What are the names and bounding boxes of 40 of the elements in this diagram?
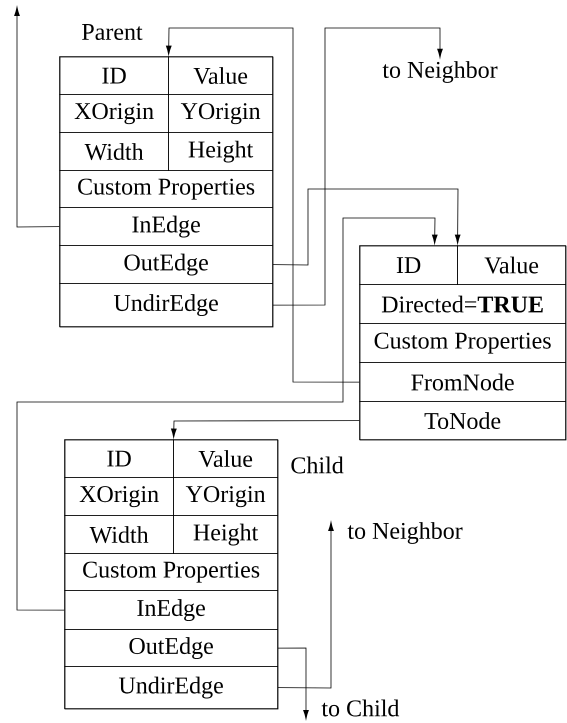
table-cell: Value	[457, 245, 566, 285]
table-cell: InEdge	[64, 590, 278, 630]
arrow	[272, 28, 443, 306]
node-label: Parent	[82, 24, 143, 40]
table-cell: Width	[59, 132, 169, 171]
target-label: to Neighbor	[348, 522, 462, 544]
table-cell: UndirEdge	[59, 283, 273, 327]
table-cell: XOrigin	[64, 477, 174, 516]
arrow	[272, 188, 460, 266]
arrow	[171, 420, 360, 438]
table-cell: Value	[168, 56, 273, 95]
table-cell: Custom Properties	[359, 323, 566, 363]
table-cell: Directed=TRUE	[359, 284, 566, 324]
table-cell: ID	[64, 439, 174, 478]
target-label: to Child	[322, 700, 400, 716]
table-cell: OutEdge	[59, 245, 273, 284]
arrow	[278, 648, 309, 720]
table-cell: ID	[59, 56, 169, 95]
table-cell: Width	[64, 515, 174, 554]
table	[360, 246, 566, 440]
table-cell: InEdge	[59, 207, 273, 246]
table-cell: ID	[359, 245, 458, 285]
table-cell: ToNode	[359, 401, 566, 440]
table-cell: XOrigin	[59, 94, 169, 133]
table-cell: UndirEdge	[64, 666, 278, 709]
arrow	[16, 218, 438, 610]
arrow	[14, 6, 60, 228]
table-cell: OutEdge	[64, 629, 278, 667]
table-cell: YOrigin	[168, 94, 273, 133]
table-cell: Custom Properties	[59, 170, 273, 208]
arrow	[166, 28, 360, 382]
target-label: to Neighbor	[382, 61, 498, 83]
arrow	[278, 522, 334, 688]
table-cell: YOrigin	[173, 477, 278, 516]
table-cell: Custom Properties	[64, 553, 278, 591]
table-cell: FromNode	[359, 362, 566, 402]
table-cell: Value	[173, 439, 278, 478]
node-label: Child	[291, 456, 344, 474]
table-cell: Height	[168, 132, 273, 171]
table-cell: Height	[173, 515, 278, 554]
